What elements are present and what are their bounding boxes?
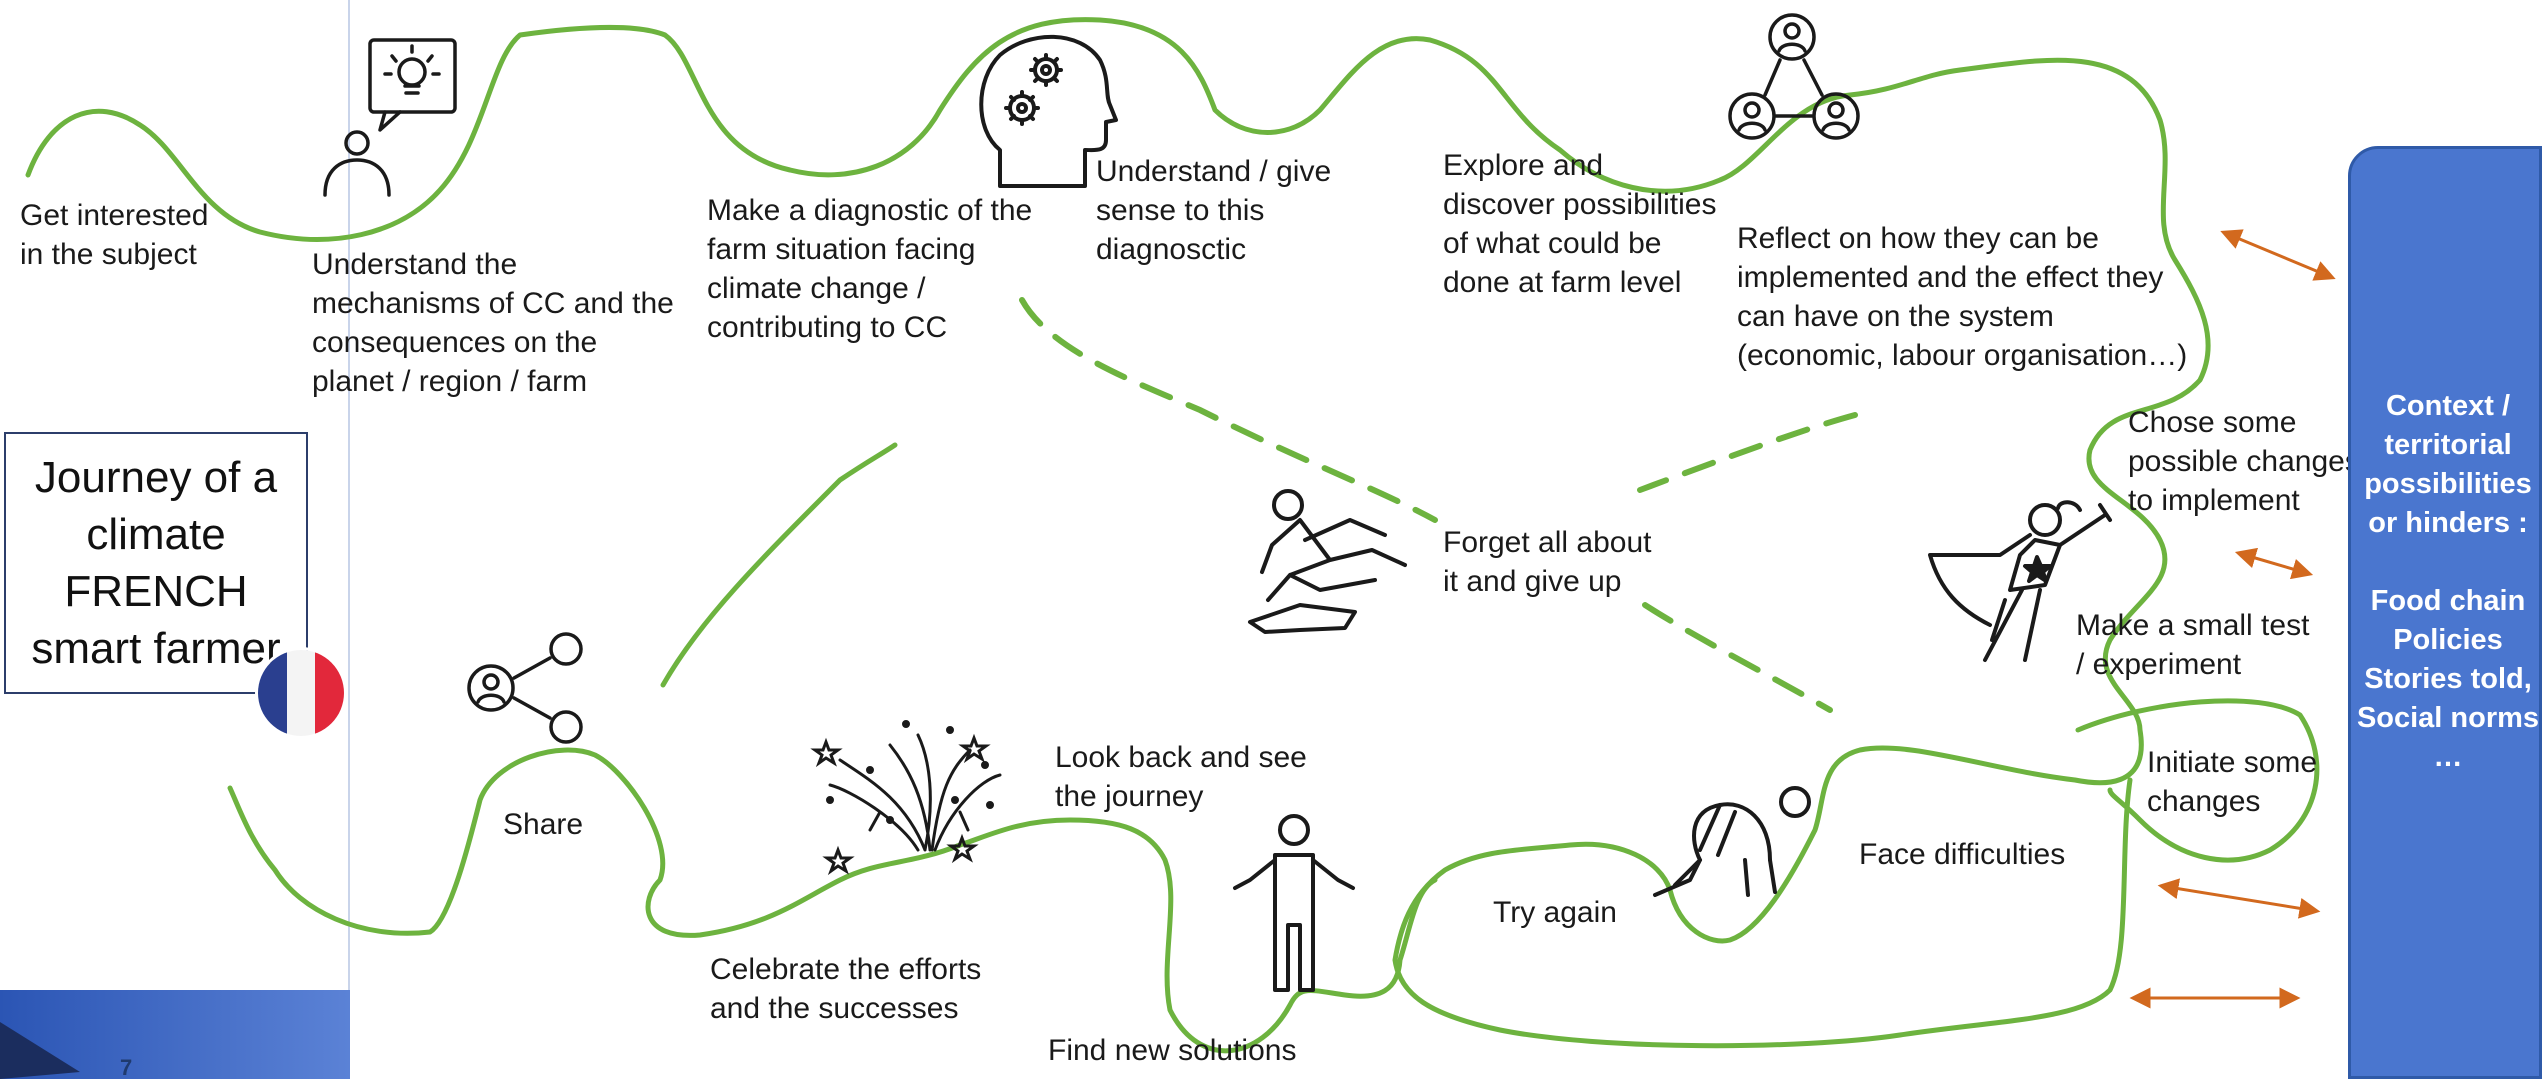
dashed-line-diagnostic-to-giveup (1019, 297, 1438, 523)
step-give-up: Forget all about it and give up (1443, 526, 1652, 598)
step-chose-changes: Chose some possible changes to implement (2128, 406, 2360, 517)
standing-person-icon (1233, 814, 1355, 992)
journey-path-return-right (2075, 698, 2320, 863)
step-share: Share (503, 808, 584, 841)
footer-arrow-icon (0, 1022, 80, 1079)
context-arrow-1 (2220, 229, 2336, 281)
dashed-line-reflect-to-giveup (1637, 412, 1858, 493)
page-number: 7 (120, 1055, 133, 1079)
step-look-back: Look back and see the journey (1055, 741, 1307, 813)
crawling-person-icon (1653, 786, 1811, 897)
page-title: Journey of a climate FRENCH smart farmer (31, 453, 281, 673)
step-initiate-changes: Initiate some changes (2147, 746, 2318, 818)
context-panel: Context / territorial possibilities or h… (2348, 146, 2542, 1079)
head-gears-icon (979, 34, 1118, 188)
journey-path-top (25, 17, 2211, 1049)
title-box: Journey of a climate FRENCH smart farmer (4, 432, 308, 694)
left-panel-divider (348, 0, 350, 990)
context-arrow-3 (2157, 878, 2321, 919)
step-understand-mechanisms: Understand the mechanisms of CC and the … (312, 248, 674, 398)
journey-path-bottom-loop (227, 747, 1438, 1054)
step-small-test: Make a small test / experiment (2076, 609, 2310, 681)
step-find-new-solutions: Find new solutions (1048, 1034, 1297, 1067)
step-try-again: Try again (1493, 896, 1617, 929)
france-flag-icon (258, 650, 344, 736)
line-share-to-giveup (660, 442, 898, 688)
step-give-sense: Understand / give sense to this diagnosc… (1096, 155, 1332, 266)
superhero-icon (1928, 500, 2112, 662)
share-icon (467, 632, 583, 744)
step-reflect: Reflect on how they can be implemented a… (1737, 222, 2188, 372)
dashed-line-giveup-to-difficulties (1642, 602, 1833, 713)
fireworks-icon (810, 720, 1002, 876)
person-idea-icon (323, 38, 457, 197)
step-get-interested: Get interested in the subject (20, 199, 209, 271)
context-panel-text: Context / territorial possibilities or h… (2356, 390, 2540, 773)
context-arrow-2 (2234, 547, 2314, 580)
falling-person-icon (1248, 489, 1407, 634)
step-face-difficulties: Face difficulties (1859, 838, 2066, 871)
step-celebrate: Celebrate the efforts and the successes (710, 953, 982, 1025)
step-explore: Explore and discover possibilities of wh… (1443, 149, 1717, 299)
network-people-icon (1728, 13, 1860, 140)
step-diagnostic: Make a diagnostic of the farm situation … (707, 194, 1033, 344)
